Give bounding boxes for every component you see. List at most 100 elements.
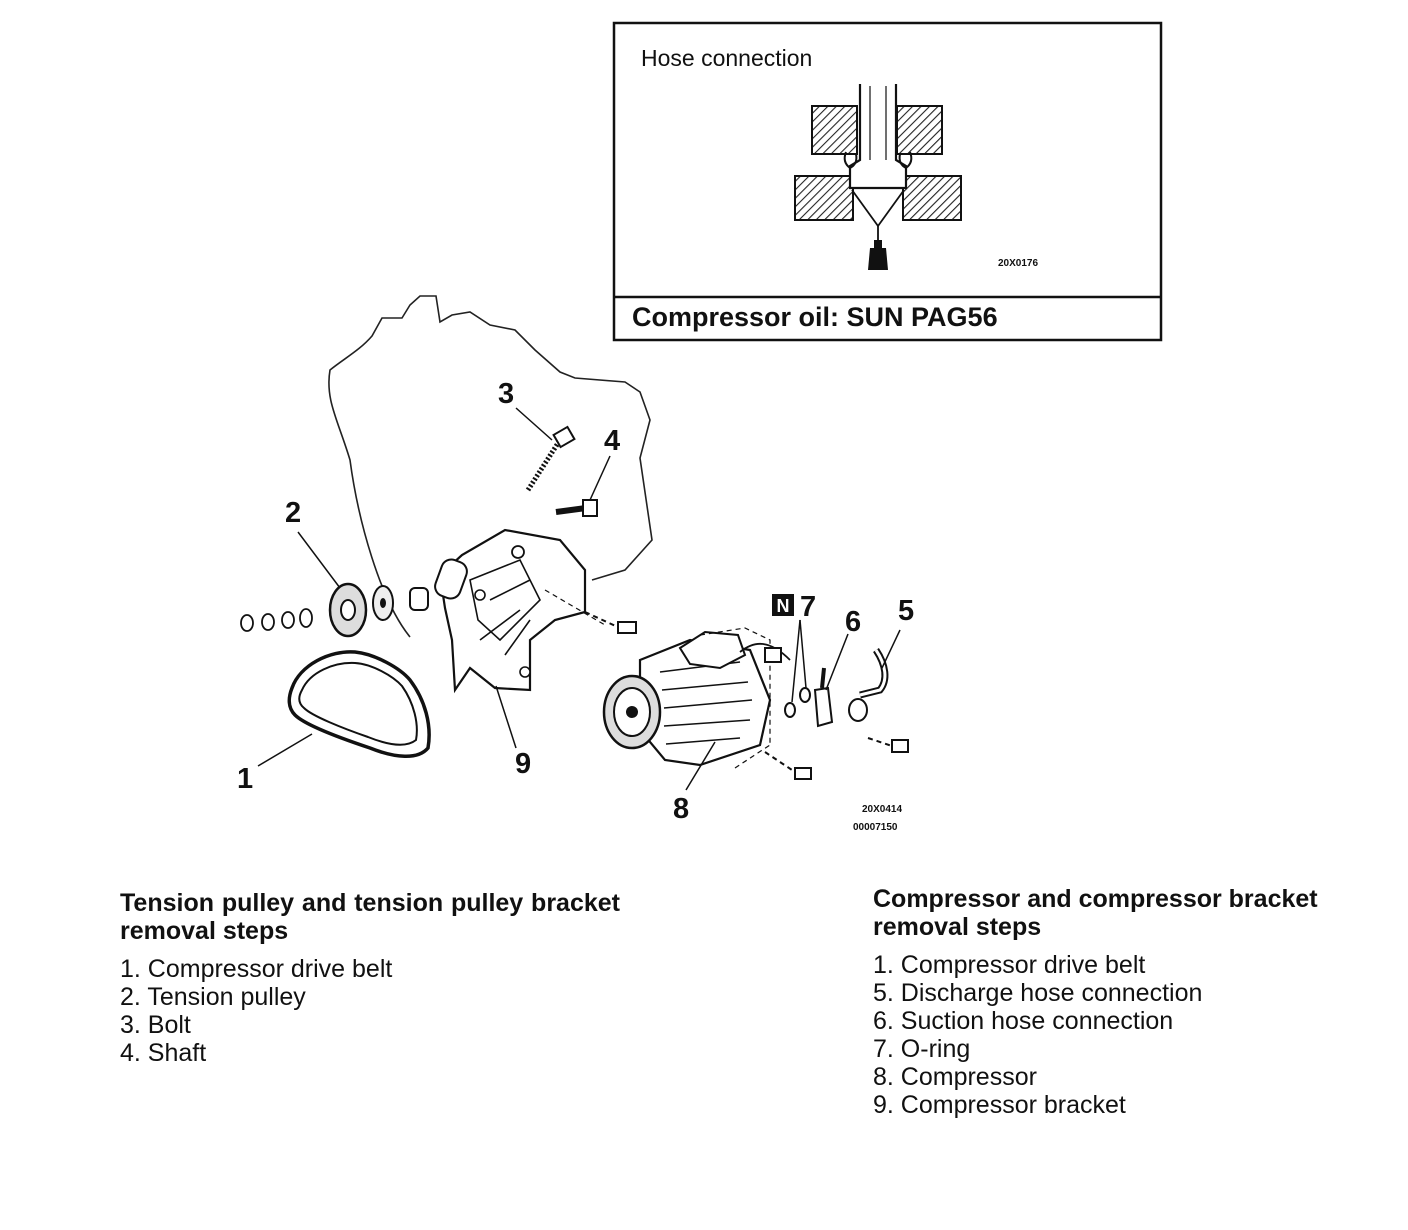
shaft-head [582, 499, 598, 517]
washer [240, 614, 254, 632]
hose-bolt-head [891, 739, 909, 753]
oil-can-icon [868, 248, 888, 270]
callout-7: 7 [800, 591, 816, 623]
callout-6: 6 [845, 606, 861, 638]
hose-bolt [867, 737, 893, 747]
list-item: 1. Compressor drive belt [873, 951, 1146, 979]
callout-9: 9 [515, 748, 531, 780]
leader-7b [799, 619, 807, 689]
bracket-hole [519, 666, 531, 678]
bracket-body [438, 528, 587, 694]
list-item: 6. Suction hose connection [873, 1007, 1174, 1035]
compressor-removal-steps: Compressor and compressor bracket remova… [873, 885, 1383, 1119]
suction-hose-pipe [820, 667, 826, 689]
callout-4: 4 [604, 425, 620, 457]
compressor-steps-list: 1. Compressor drive belt 5. Discharge ho… [873, 951, 1383, 1119]
hose-pipe [848, 84, 908, 190]
diagram-ref-code: 20X0414 [862, 804, 902, 815]
callout-8: 8 [673, 793, 689, 825]
bracket-pulley-mount [434, 558, 468, 600]
o-ring [799, 687, 811, 703]
bracket-bolt [584, 611, 621, 629]
engine-outline [328, 295, 653, 638]
washer [299, 608, 313, 628]
connector-cable [739, 643, 791, 661]
compressor-mount-outline [699, 627, 771, 769]
o-ring-left [843, 151, 858, 170]
list-item: 9. Compressor bracket [873, 1091, 1126, 1119]
connector-plug [764, 647, 782, 663]
compressor-head [678, 630, 747, 670]
leader-7a [791, 619, 801, 703]
washer [261, 613, 275, 631]
compressor [544, 589, 812, 780]
bracket-rib [479, 579, 531, 656]
tension-pulley-removal-steps: Tension pulley and tension pulley bracke… [120, 889, 620, 1067]
o-ring [784, 702, 796, 718]
new-part-badge-letter: N [777, 596, 790, 616]
oil-can-nozzle [874, 240, 882, 248]
compressor-drive-belt [287, 650, 431, 758]
list-item: 3. Bolt [120, 1011, 191, 1039]
compressor-bolt [764, 751, 796, 773]
bolt [525, 425, 576, 492]
washer [281, 611, 295, 629]
leader-4 [589, 455, 611, 501]
callout-5: 5 [898, 595, 914, 627]
compressor-bracket [434, 528, 637, 694]
clutch-center [626, 706, 638, 718]
tension-steps-heading: Tension pulley and tension pulley bracke… [120, 889, 620, 945]
list-item: 5. Discharge hose connection [873, 979, 1203, 1007]
list-item: 1. Compressor drive belt [120, 955, 393, 983]
shaft-body [555, 505, 587, 515]
diagram-doc-number: 00007150 [853, 822, 898, 833]
list-item: 8. Compressor [873, 1063, 1037, 1091]
discharge-hose-inner [859, 649, 887, 697]
inset-ref-code: 20X0176 [998, 258, 1038, 269]
shaft-collar [409, 587, 429, 611]
leader-6 [825, 633, 849, 691]
tension-steps-list: 1. Compressor drive belt 2. Tension pull… [120, 955, 620, 1067]
upper-block-right [896, 105, 943, 155]
leader-9 [495, 685, 517, 749]
hose-connection-inset: Hose connection 20X0176 Compressor oil: … [612, 21, 1163, 342]
bracket-hole [474, 589, 486, 601]
compressor-bolt-head [794, 767, 812, 780]
new-part-badge [772, 594, 794, 616]
suction-hose [813, 686, 834, 728]
callout-3: 3 [498, 378, 514, 410]
bolt-head [552, 425, 576, 449]
inset-title: Hose connection [641, 45, 812, 71]
hose-connections [739, 643, 909, 753]
bracket-bolt-head [617, 621, 637, 634]
leader-8 [685, 741, 716, 791]
bolt-thread [525, 438, 563, 492]
exploded-diagram: Hose connection 20X0176 Compressor oil: … [237, 21, 1163, 833]
compressor-steps-heading: Compressor and compressor bracket remova… [873, 885, 1318, 941]
o-ring-right [898, 151, 913, 170]
list-item: 2. Tension pulley [120, 983, 306, 1011]
compressor-fins [659, 661, 753, 745]
discharge-fitting [848, 698, 868, 722]
lower-block-left [794, 175, 854, 221]
bracket-alignment-line [544, 589, 606, 626]
lower-block-right [902, 175, 962, 221]
leader-5 [881, 629, 901, 669]
spacer-hole [380, 598, 386, 608]
leader-1 [257, 733, 313, 767]
list-item: 4. Shaft [120, 1039, 207, 1067]
callout-2: 2 [285, 497, 301, 529]
leader-3 [515, 407, 553, 441]
bracket-rib [469, 558, 541, 642]
belt-outer [287, 650, 431, 758]
bracket-hole [511, 545, 525, 559]
oil-spec: Compressor oil: SUN PAG56 [632, 302, 998, 332]
shaft [555, 499, 598, 517]
callout-1: 1 [237, 763, 253, 795]
leader-lines [257, 407, 901, 791]
belt-inner [298, 661, 418, 746]
upper-block-left [811, 105, 858, 155]
tension-pulley-assembly [240, 582, 429, 638]
list-item: 7. O-ring [873, 1035, 971, 1063]
leader-2 [297, 531, 341, 589]
